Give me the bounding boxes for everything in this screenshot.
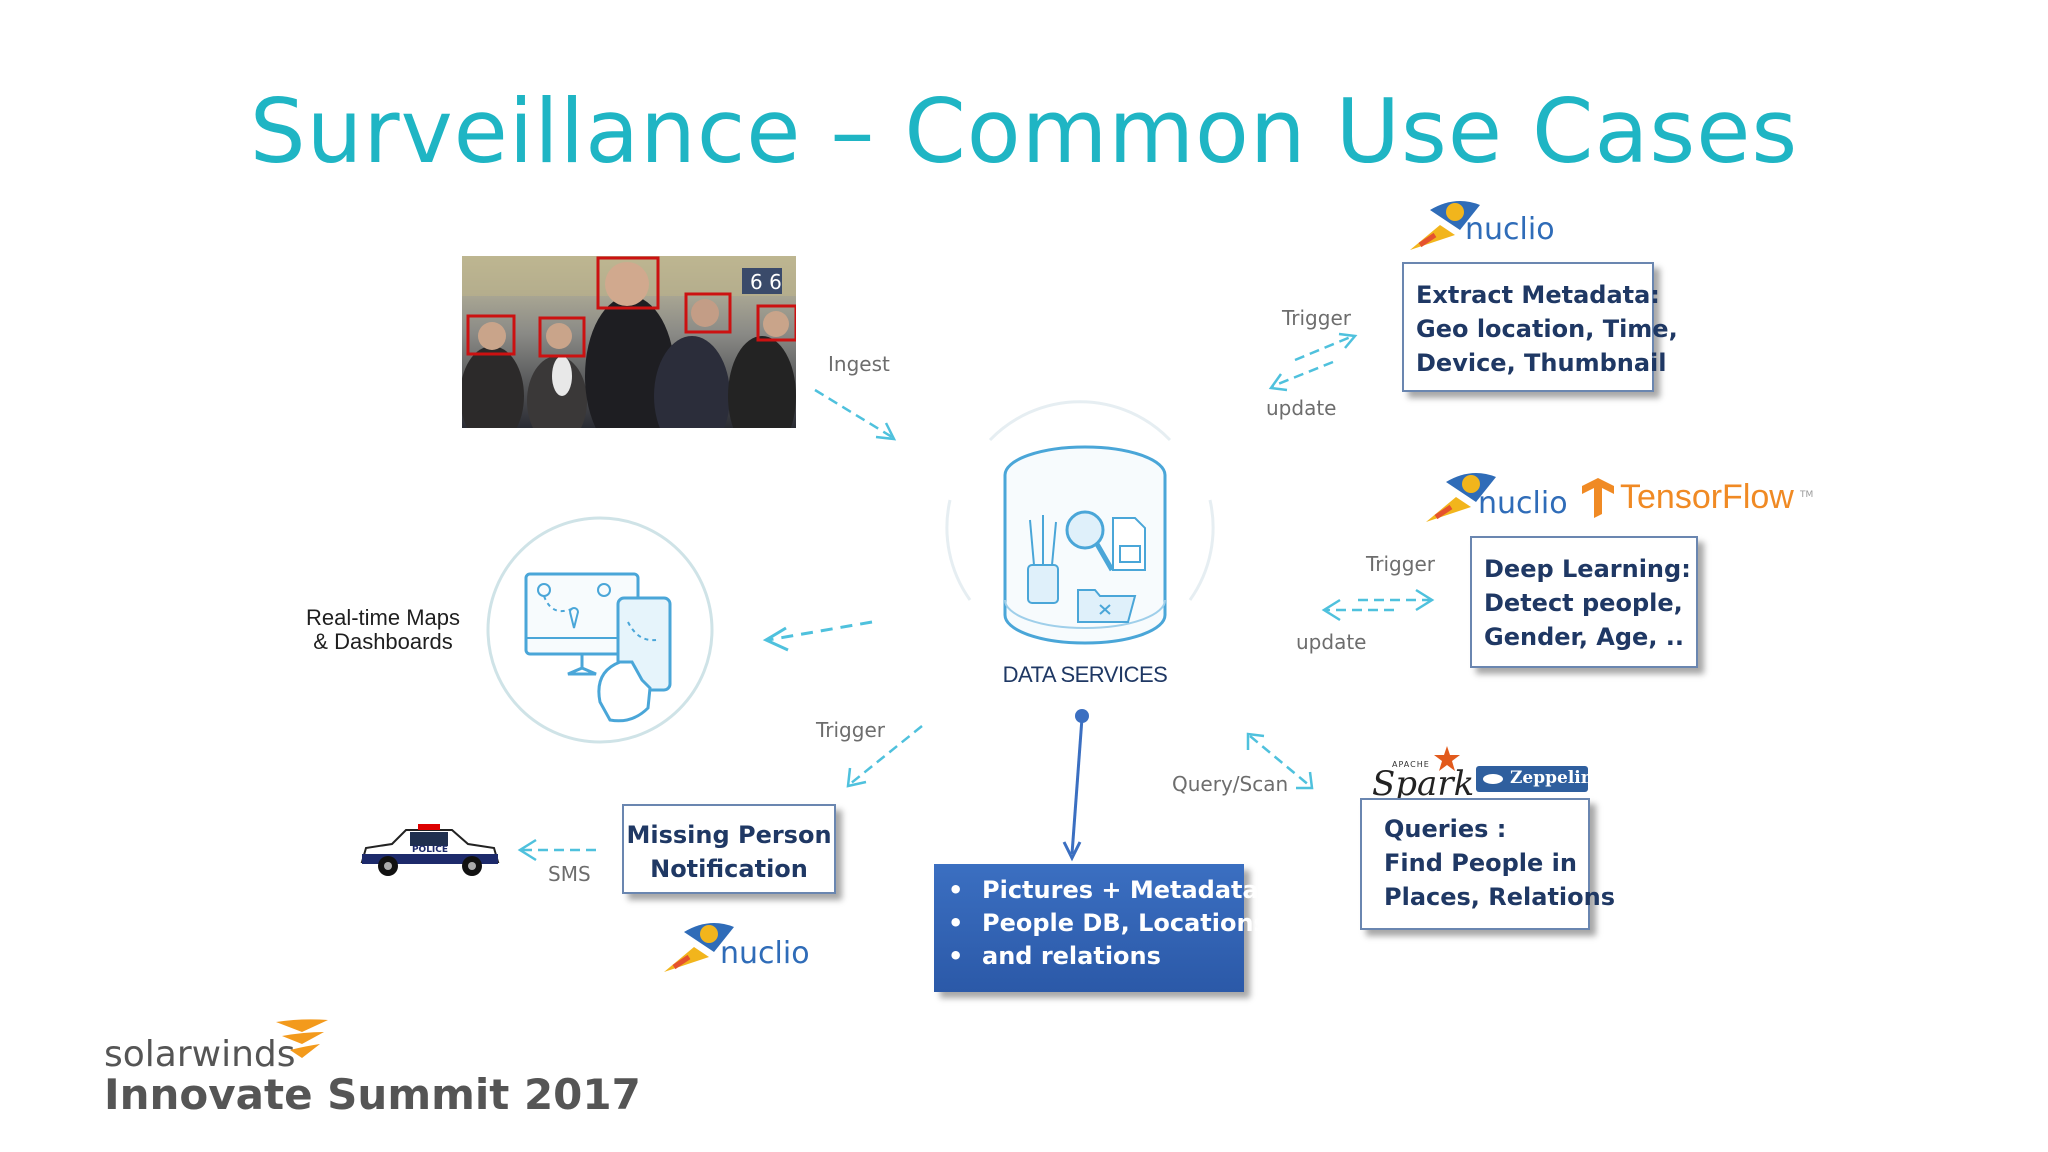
database-icon — [945, 400, 1215, 645]
update-label: update — [1296, 630, 1367, 654]
rocket-mascot-icon — [1410, 201, 1480, 250]
svg-text:6 6: 6 6 — [750, 270, 782, 294]
spark-small-text: APACHE — [1392, 760, 1430, 769]
maps-label-line: & Dashboards — [313, 629, 453, 654]
query-scan-label: Query/Scan — [1172, 772, 1289, 796]
police-car-icon: POLICE — [360, 824, 500, 876]
maps-label-line: Real-time Maps — [305, 605, 461, 630]
box-line: Missing Person — [626, 821, 832, 849]
sms-arrow — [517, 838, 596, 862]
tensorflow-tm: TM — [1800, 490, 1814, 500]
trigger-arrow — [846, 725, 923, 788]
box-line: Find People in — [1384, 849, 1577, 877]
surveillance-photo: 6 6 — [462, 256, 796, 428]
zeppelin-logo: Zeppelin — [1476, 766, 1593, 792]
spark-star-icon — [1434, 746, 1460, 771]
solarwinds-flame-icon — [276, 1019, 328, 1058]
trigger-label: Trigger — [1366, 552, 1435, 576]
ingest-label: Ingest — [828, 352, 890, 376]
storage-connector — [1062, 709, 1089, 862]
deep-learning-box: Deep Learning: Detect people, Gender, Ag… — [1470, 536, 1698, 668]
data-services-label: DATA SERVICES — [1002, 662, 1168, 687]
query-scan-arrow — [1246, 732, 1314, 790]
box-line: Deep Learning: — [1484, 555, 1691, 583]
update-label: update — [1266, 396, 1337, 420]
spark-logo-text: Spark — [1372, 764, 1475, 804]
slide-title: Surveillance – Common Use Cases — [249, 80, 1799, 183]
box-line: Places, Relations — [1384, 883, 1616, 911]
trigger-label: Trigger — [816, 718, 885, 742]
rocket-mascot-icon — [1426, 473, 1496, 522]
storage-item: Pictures + Metadata — [948, 874, 1259, 907]
company-name: solarwinds — [104, 1034, 296, 1075]
storage-item: and relations — [948, 940, 1234, 973]
nuclio-logo-text: nuclio — [1478, 486, 1568, 521]
rocket-mascot-icon — [664, 923, 734, 972]
trigger-update-arrows — [1268, 332, 1358, 392]
queries-box: Queries : Find People in Places, Relatio… — [1360, 798, 1616, 930]
police-car-text: POLICE — [412, 845, 448, 855]
trigger-update-arrows — [1321, 588, 1435, 622]
tensorflow-logo-text: TensorFlow — [1620, 478, 1794, 516]
maps-label: Real-time Maps & Dashboards — [288, 606, 478, 654]
extract-metadata-box: Extract Metadata: Geo location, Time, De… — [1402, 262, 1678, 392]
box-line: Queries : — [1384, 815, 1507, 843]
box-line: Notification — [650, 855, 808, 883]
ingest-arrow — [814, 388, 897, 441]
tensorflow-icon — [1582, 478, 1614, 518]
sms-label: SMS — [548, 862, 591, 886]
event-name: Innovate Summit 2017 — [104, 1070, 641, 1119]
storage-box: Pictures + Metadata People DB, Locations… — [934, 864, 1268, 992]
storage-item: People DB, Locations — [948, 907, 1268, 940]
nuclio-logo-text: nuclio — [720, 936, 810, 971]
dashboard-arrow — [762, 620, 873, 652]
box-line: Extract Metadata: — [1416, 281, 1660, 309]
missing-person-box: Missing Person Notification — [622, 804, 836, 894]
trigger-label: Trigger — [1282, 306, 1351, 330]
box-line: Device, Thumbnail — [1416, 349, 1667, 377]
box-line: Gender, Age, .. — [1484, 623, 1685, 651]
box-line: Geo location, Time, — [1416, 315, 1678, 343]
zeppelin-logo-text: Zeppelin — [1510, 768, 1594, 788]
dashboard-icon — [486, 516, 714, 744]
box-line: Detect people, — [1484, 589, 1683, 617]
nuclio-logo-text: nuclio — [1465, 212, 1555, 247]
